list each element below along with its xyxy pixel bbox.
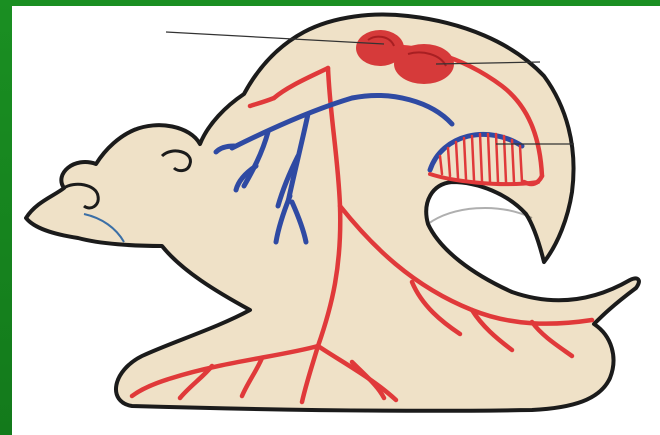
snail-body (26, 15, 639, 411)
mantle-cavity-edge (428, 208, 532, 224)
snail-anatomy-diagram (12, 6, 660, 435)
diagram-canvas (12, 6, 660, 435)
